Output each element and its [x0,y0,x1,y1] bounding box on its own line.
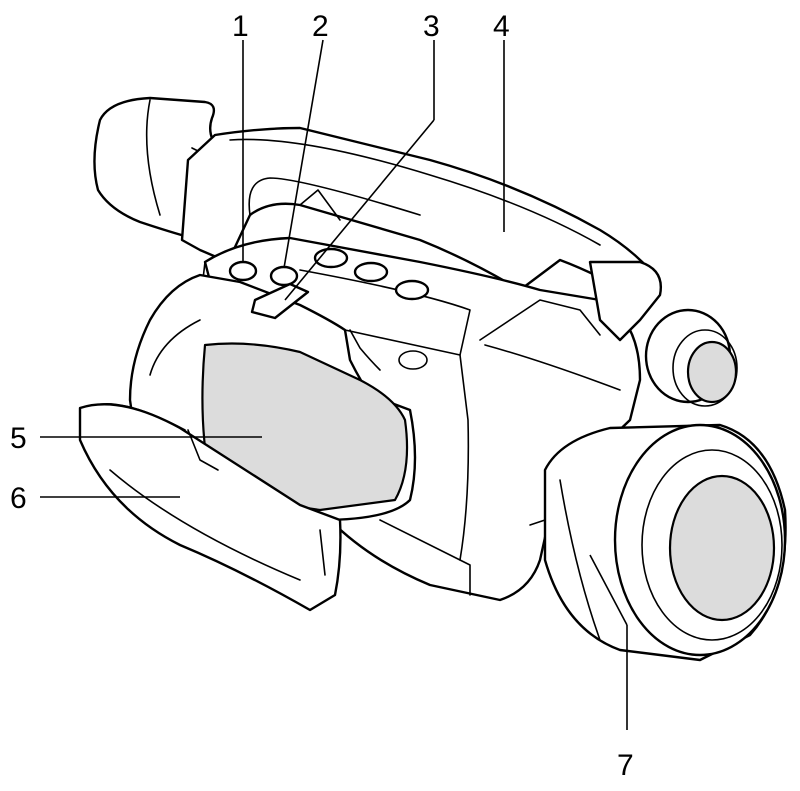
callout-4: 4 [493,10,510,43]
leader-lines [40,39,628,730]
leader-3 [284,119,435,301]
callout-labels: 1 2 3 4 5 6 7 [10,10,634,782]
callout-7: 7 [617,749,634,782]
callout-2: 2 [312,10,329,43]
main-lens [529,423,787,662]
button-2 [269,265,299,287]
callout-3: 3 [423,10,440,43]
button-1 [228,260,258,282]
leader-2 [283,39,324,269]
top-buttons [228,247,430,320]
leader-7b [589,554,628,626]
camera-illustration [78,96,787,662]
small-lens [588,260,738,407]
callout-5: 5 [10,422,27,455]
wrist-strap [78,402,342,612]
callout-1: 1 [232,10,249,43]
callout-6: 6 [10,482,27,515]
joystick-control [250,282,310,320]
